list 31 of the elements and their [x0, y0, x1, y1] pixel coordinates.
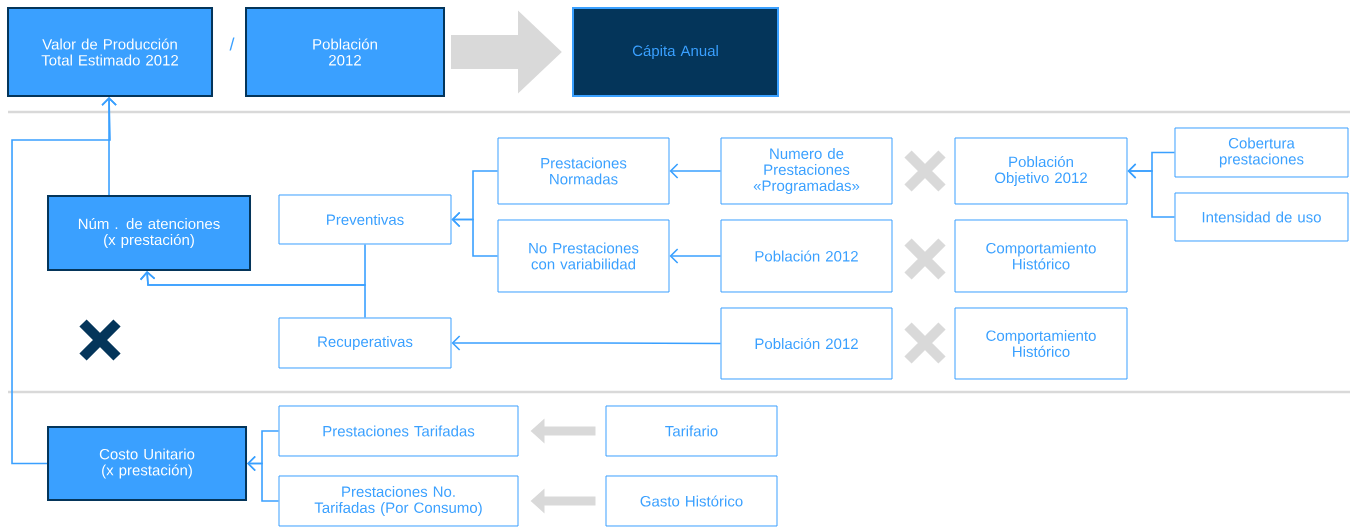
division-sign: /	[229, 37, 235, 51]
process-box: No Prestaciones con variabilidad	[497, 219, 670, 293]
arrow	[11, 97, 117, 465]
filled-box: Población 2012	[245, 7, 445, 97]
filled-box: Núm . de atenciones (x prestación)	[47, 195, 251, 271]
arrow	[451, 335, 722, 351]
arrow	[1127, 163, 1176, 218]
process-box: Prestaciones No. Tarifadas (Por Consumo)	[278, 475, 519, 527]
process-box: Preventivas	[278, 194, 452, 245]
process-box: Intensidad de uso	[1174, 192, 1349, 242]
arrow	[247, 455, 280, 502]
filled-box: Costo Unitario (x prestación)	[47, 426, 247, 501]
process-box: Cobertura prestaciones	[1174, 127, 1349, 178]
result-box: Cápita Anual	[572, 7, 779, 97]
arrow	[669, 163, 722, 179]
process-box: Población 2012	[720, 307, 893, 380]
process-box: Población 2012	[720, 219, 893, 293]
process-box: Recuperativas	[278, 317, 452, 369]
process-box: Gasto Histórico	[605, 475, 778, 527]
arrow	[451, 211, 499, 257]
arrow	[101, 97, 117, 196]
arrow	[139, 271, 366, 319]
process-box: Prestaciones Tarifadas	[278, 405, 519, 457]
process-box: Comportamiento Histórico	[954, 307, 1128, 380]
process-box: Tarifario	[605, 405, 778, 457]
process-box: Numero de Prestaciones «Programadas»	[720, 137, 893, 205]
process-box: Población Objetivo 2012	[954, 137, 1128, 205]
filled-box: Valor de Producción Total Estimado 2012	[7, 7, 213, 97]
arrow	[669, 248, 722, 264]
process-box: Comportamiento Histórico	[954, 219, 1128, 293]
process-box: Prestaciones Normadas	[497, 137, 670, 205]
